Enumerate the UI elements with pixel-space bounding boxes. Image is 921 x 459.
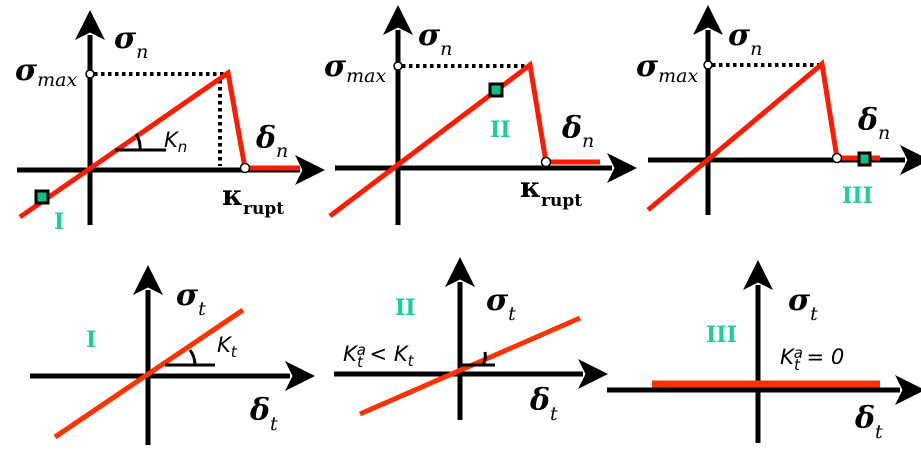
delta-t-label: δt [249,393,278,435]
sigma-max-point [393,61,403,71]
sigma-n-label: σn [728,18,762,60]
rupture-point [239,162,251,174]
sigma-max-point [85,69,95,79]
phase-label: II [395,295,416,321]
panel-tangential-phase-1: I σt Kt δt [30,265,315,445]
state-marker [34,189,50,205]
sigma-n-label: σn [418,18,452,60]
phase-label: I [86,327,96,353]
sigma-t-label: σt [788,283,818,325]
phase-label: II [490,117,511,143]
panel-normal-phase-3: III σn σmax δn [636,5,921,215]
sigma-max-label: σmax [15,53,77,91]
delta-t-label: δt [529,383,558,425]
traction-curve [328,60,600,218]
stiffness-angle-icon [115,133,166,152]
stiffness-angle-icon [165,349,215,367]
panel-normal-phase-1: I σn σmax Kn δn κrupt [15,10,325,235]
rupture-point [831,152,843,164]
sigma-max-label: σmax [324,49,386,87]
sigma-t-label: σt [176,278,206,320]
sigma-max-label: σmax [636,49,698,87]
phase-label: I [54,209,64,235]
sigma-t-label: σt [486,283,516,325]
kn-label: Kn [164,128,187,156]
phase-label: III [706,322,737,348]
traction-curve [18,68,300,220]
delta-n-label: δn [255,121,288,162]
kt-label: Kt [217,333,238,361]
sigma-max-point [703,60,713,70]
state-marker [857,151,872,167]
panel-normal-phase-2: II σn σmax δn κrupt [324,5,637,225]
sigma-n-label: σn [114,21,148,63]
phase-label: III [842,183,873,209]
delta-n-label: δn [561,111,594,152]
kappa-rupt-label: κrupt [520,171,582,211]
kappa-rupt-label: κrupt [222,179,284,219]
state-marker [488,82,504,98]
traction-curve [53,307,245,440]
delta-n-label: δn [857,103,890,144]
stiffness-angle-icon [460,351,495,367]
delta-t-label: δt [854,401,883,443]
rupture-point [540,156,552,168]
